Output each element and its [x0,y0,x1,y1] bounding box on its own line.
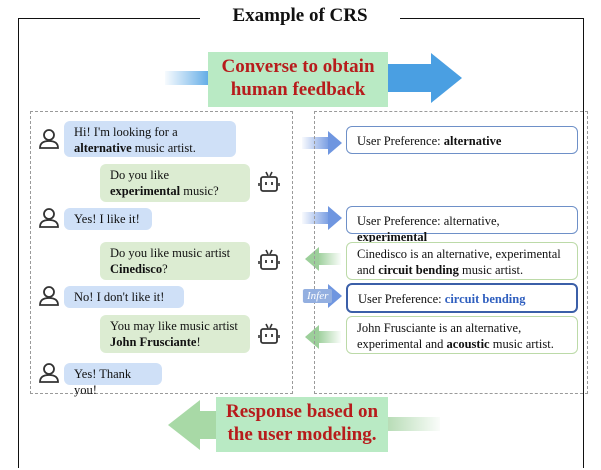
user-modeling-panel [314,111,588,394]
top-banner-line-2: human feedback [230,79,366,100]
bot-message-1: Do you like experimental music? [100,164,250,202]
robot-icon [258,249,280,270]
bot-message-2: Do you like music artist Cinedisco? [100,242,250,280]
user-message-1: Hi! I'm looking for a alternative music … [64,121,236,157]
user-preference-3: User Preference: circuit bending [346,283,578,313]
conversation-panel [30,111,293,394]
user-message-2: Yes! I like it! [64,208,152,230]
bottom-banner-line-1: Response based on [225,401,379,422]
response-arrow-2 [305,325,341,349]
infer-label: Infer [303,289,333,303]
user-icon [39,363,59,383]
robot-icon [258,171,280,192]
preference-arrow-1 [302,131,342,155]
response-arrow-1 [305,247,341,271]
top-feedback-arrow [165,53,462,103]
bottom-banner: Response based on the user modeling. [216,397,388,452]
user-icon [39,129,59,149]
top-banner-line-1: Converse to obtain [221,56,375,77]
artist-description-2: John Frusciante is an alternative, exper… [346,316,578,354]
preference-arrow-2 [302,206,342,230]
user-icon [39,208,59,228]
user-icon [39,286,59,306]
user-message-4: Yes! Thank you! [64,363,162,397]
frame-title: Example of CRS [200,4,400,28]
bottom-banner-line-2: the user modeling. [227,424,377,445]
artist-description-1: Cinedisco is an alternative, experimenta… [346,242,578,280]
user-preference-2: User Preference: alternative, experiment… [346,206,578,244]
robot-icon [258,323,280,344]
bot-message-3: You may like music artist John Frusciant… [100,315,250,353]
user-message-3: No! I don't like it! [64,286,184,308]
top-banner: Converse to obtain human feedback [208,52,388,107]
user-preference-1: User Preference: alternative [346,126,578,154]
